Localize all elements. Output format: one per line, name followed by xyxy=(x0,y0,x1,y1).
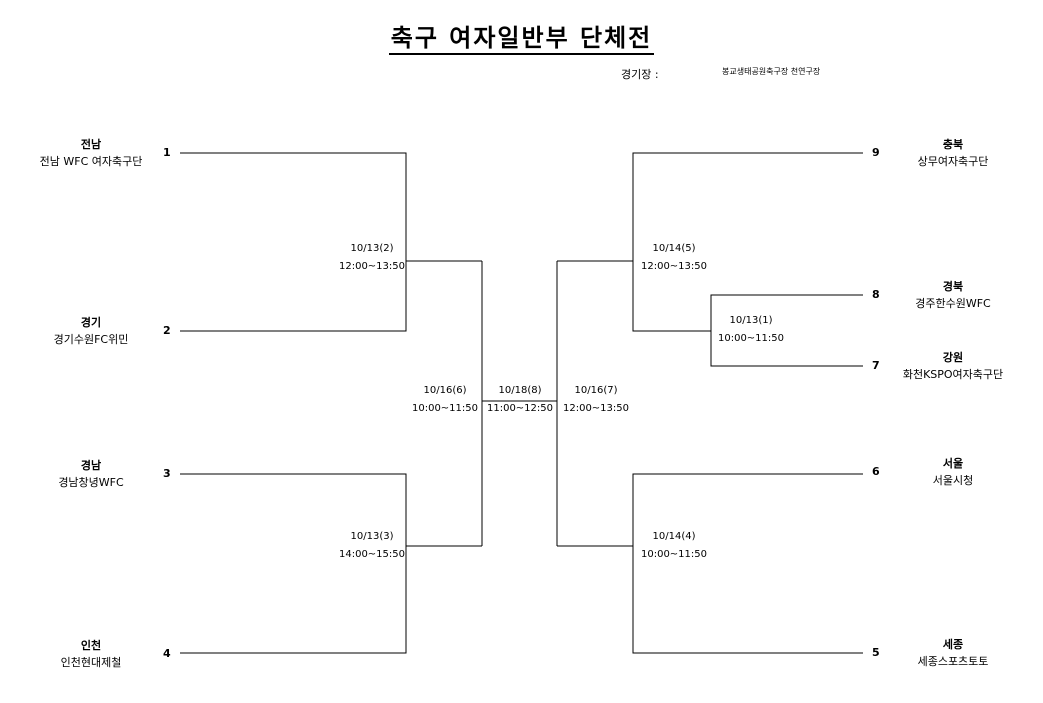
team-region: 전남 xyxy=(80,138,102,151)
seed-number: 5 xyxy=(872,646,880,659)
match-date: 10/13(1) xyxy=(729,315,773,326)
match-4-label: 10/14(4) 10:00~11:50 xyxy=(634,528,714,564)
page-title: 축구 여자일반부 단체전 xyxy=(0,18,1043,55)
team-region: 충북 xyxy=(942,138,964,151)
team-card-8: 경북 경주한수원WFC xyxy=(873,278,1033,312)
team-card-4: 인천 인천현대제철 xyxy=(11,637,171,671)
match-1-label: 10/13(1) 10:00~11:50 xyxy=(711,312,791,348)
team-club: 인천현대제철 xyxy=(60,656,122,669)
match-3-label: 10/13(3) 14:00~15:50 xyxy=(332,528,412,564)
seed-number: 6 xyxy=(872,465,880,478)
seed-number: 9 xyxy=(872,146,880,159)
title-text: 축구 여자일반부 단체전 xyxy=(388,24,655,55)
match-5-label: 10/14(5) 12:00~13:50 xyxy=(634,240,714,276)
team-region: 인천 xyxy=(80,639,102,652)
match-time: 14:00~15:50 xyxy=(338,549,405,560)
team-region: 강원 xyxy=(942,351,964,364)
match-date: 10/18(8) xyxy=(498,385,542,396)
team-club: 경주한수원WFC xyxy=(915,297,991,310)
team-club: 화천KSPO여자축구단 xyxy=(902,368,1004,381)
line-team-3 xyxy=(180,473,407,654)
team-card-3: 경남 경남창녕WFC xyxy=(11,457,171,491)
match-7-label: 10/16(7) 12:00~13:50 xyxy=(556,382,636,418)
match-time: 12:00~13:50 xyxy=(562,403,629,414)
match-time: 11:00~12:50 xyxy=(486,403,553,414)
match-2-label: 10/13(2) 12:00~13:50 xyxy=(332,240,412,276)
venue-name: 봉교생태공원축구장 천연구장 xyxy=(722,67,821,76)
match-time: 12:00~13:50 xyxy=(640,261,707,272)
match-time: 10:00~11:50 xyxy=(411,403,478,414)
venue-label: 경기장 : xyxy=(621,68,659,81)
team-club: 세종스포츠토토 xyxy=(917,655,989,668)
line-team-8 xyxy=(710,294,863,367)
team-card-9: 충북 상무여자축구단 xyxy=(873,136,1033,170)
match-date: 10/16(7) xyxy=(574,385,618,396)
team-region: 서울 xyxy=(942,457,964,470)
team-region: 경북 xyxy=(942,280,964,293)
seed-number: 2 xyxy=(163,324,171,337)
seed-number: 4 xyxy=(163,647,171,660)
match-date: 10/14(4) xyxy=(652,531,696,542)
team-card-1: 전남 전남 WFC 여자축구단 xyxy=(11,136,171,170)
line-team-9 xyxy=(632,152,863,332)
seed-number: 1 xyxy=(163,146,171,159)
team-club: 상무여자축구단 xyxy=(917,155,989,168)
team-card-5: 세종 세종스포츠토토 xyxy=(873,636,1033,670)
match-6-label: 10/16(6) 10:00~11:50 xyxy=(405,382,485,418)
match-time: 10:00~11:50 xyxy=(640,549,707,560)
match-date: 10/16(6) xyxy=(423,385,467,396)
match-time: 10:00~11:50 xyxy=(717,333,784,344)
match-8-label: 10/18(8) 11:00~12:50 xyxy=(480,382,560,418)
seed-number: 3 xyxy=(163,467,171,480)
team-card-7: 강원 화천KSPO여자축구단 xyxy=(873,349,1033,383)
team-card-2: 경기 경기수원FC위민 xyxy=(11,314,171,348)
seed-number: 8 xyxy=(872,288,880,301)
team-club: 서울시청 xyxy=(932,474,974,487)
seed-number: 7 xyxy=(872,359,880,372)
match-date: 10/13(3) xyxy=(350,531,394,542)
team-region: 경기 xyxy=(80,316,102,329)
match-date: 10/13(2) xyxy=(350,243,394,254)
match-date: 10/14(5) xyxy=(652,243,696,254)
team-region: 세종 xyxy=(942,638,964,651)
team-club: 경남창녕WFC xyxy=(58,476,124,489)
match-time: 12:00~13:50 xyxy=(338,261,405,272)
line-team-6 xyxy=(632,473,863,654)
team-region: 경남 xyxy=(80,459,102,472)
team-club: 경기수원FC위민 xyxy=(53,333,129,346)
line-team-1 xyxy=(180,152,407,332)
team-card-6: 서울 서울시청 xyxy=(873,455,1033,489)
team-club: 전남 WFC 여자축구단 xyxy=(39,155,143,168)
